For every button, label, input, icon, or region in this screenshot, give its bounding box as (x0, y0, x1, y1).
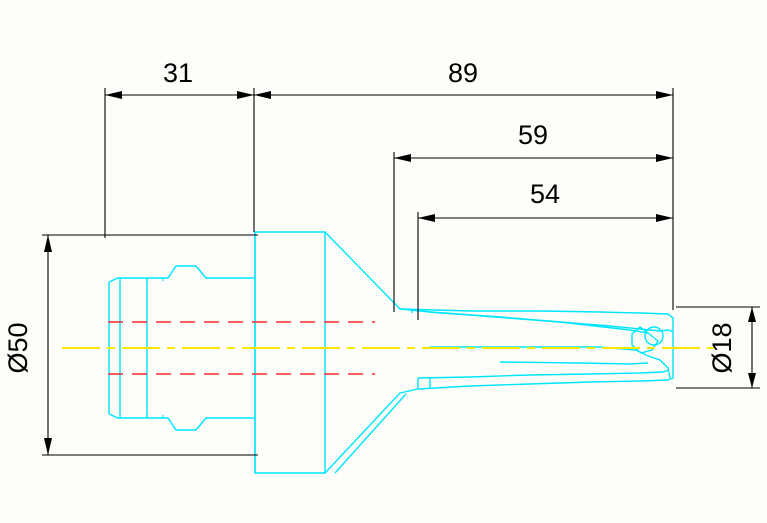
dimension-54-label: 54 (530, 179, 560, 209)
dimension-59-label: 59 (518, 120, 548, 150)
dimension-89-label: 89 (448, 58, 478, 88)
drill-body-lower (417, 371, 669, 390)
dimension-54: 54 (418, 179, 673, 222)
hidden-coolant-holes (108, 321, 375, 375)
dimension-diameter-50-label: Ø50 (3, 322, 33, 373)
dimension-layer: 31 89 59 54 (3, 58, 760, 456)
dimension-diameter-18-label: Ø18 (707, 322, 737, 373)
flute-core-lines (429, 311, 649, 365)
dimension-31: 31 (105, 58, 254, 99)
dimension-diameter-18: Ø18 (707, 307, 756, 388)
dimension-diameter-50: Ø50 (3, 235, 52, 455)
part-geometry (108, 231, 674, 474)
taper-transition (324, 231, 431, 474)
flange-block (254, 231, 326, 474)
dimension-31-label: 31 (163, 58, 193, 88)
dimension-89: 89 (254, 58, 673, 99)
dimension-59: 59 (394, 120, 673, 162)
